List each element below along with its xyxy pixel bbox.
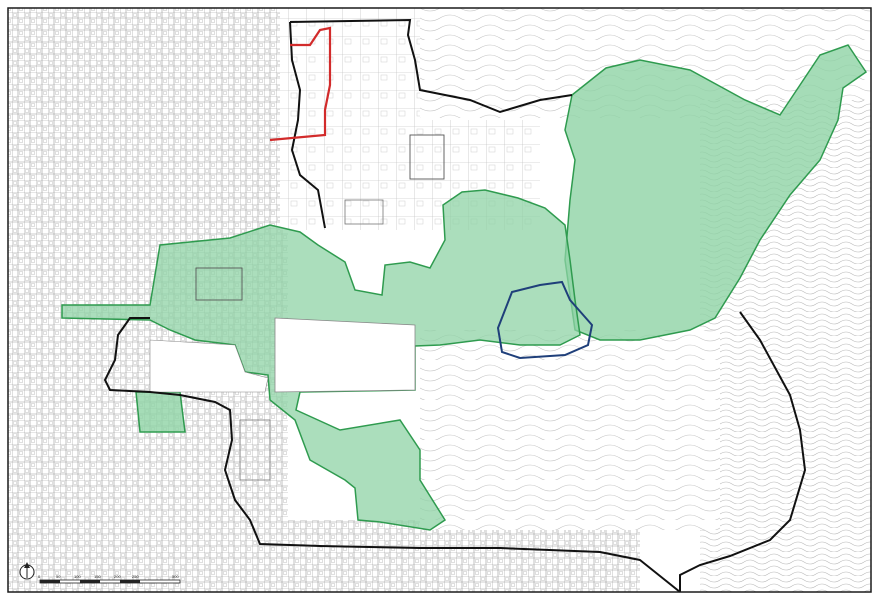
scale-label-150: 150 bbox=[94, 574, 101, 579]
scale-label-200: 200 bbox=[114, 574, 121, 579]
site-boundary bbox=[103, 18, 807, 593]
scale-label-100: 100 bbox=[74, 574, 81, 579]
scale-label-0: 0 bbox=[38, 574, 41, 579]
map-frame-border bbox=[7, 7, 872, 593]
red-boundary bbox=[269, 26, 332, 142]
building-block-4 bbox=[239, 419, 271, 481]
urban-grid-south bbox=[220, 520, 640, 592]
building-block-2 bbox=[409, 134, 445, 180]
scale-bar: 0 50 100 150 200 250 500 bbox=[38, 574, 181, 584]
pond-outline bbox=[496, 280, 594, 360]
urban-grid-north bbox=[280, 8, 420, 128]
hill-contours-south bbox=[420, 330, 720, 530]
green-zone-southwest bbox=[135, 391, 186, 433]
building-block-3 bbox=[344, 199, 384, 225]
scale-label-50: 50 bbox=[56, 574, 61, 579]
cutout-central bbox=[274, 317, 416, 393]
building-block-1 bbox=[195, 267, 243, 301]
scale-label-250: 250 bbox=[132, 574, 139, 579]
scale-label-500: 500 bbox=[172, 574, 179, 579]
campus-cutouts bbox=[149, 134, 445, 481]
north-arrow-icon bbox=[19, 562, 35, 580]
